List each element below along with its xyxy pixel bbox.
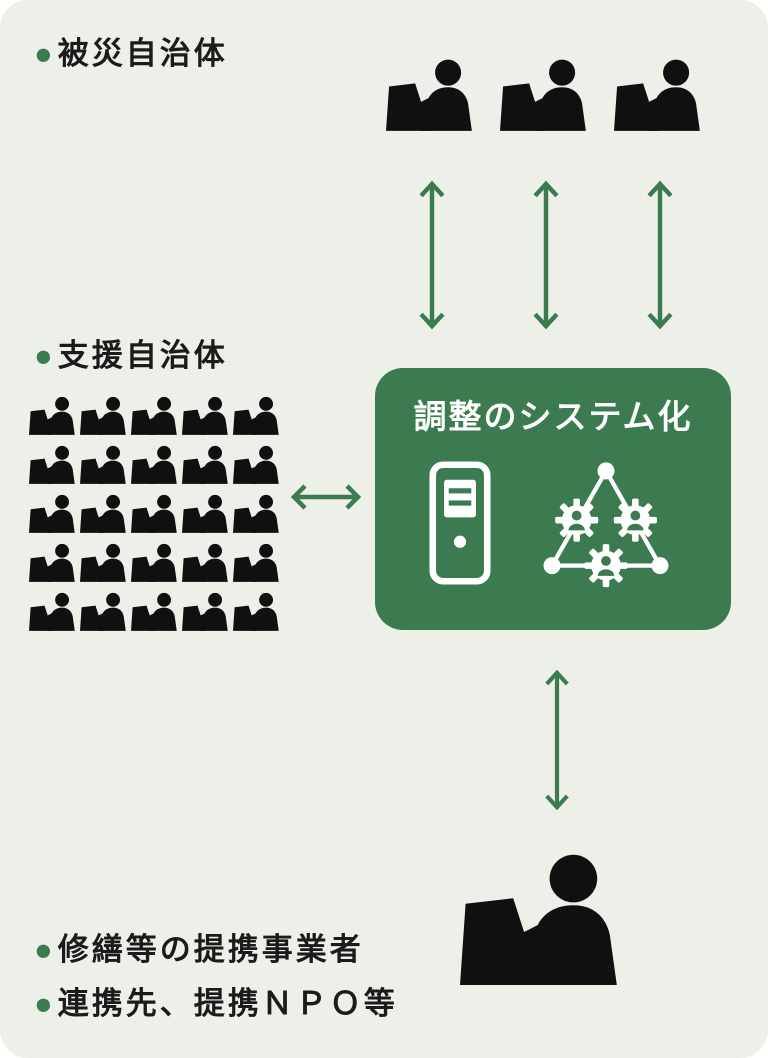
person-at-laptop-icon	[131, 445, 180, 484]
person-at-laptop-icon	[233, 494, 282, 533]
person-at-laptop-icon	[131, 592, 180, 631]
bullet-icon: ●	[34, 932, 56, 967]
person-at-laptop-icon	[80, 543, 129, 582]
vertical-double-arrow-icon	[500, 180, 592, 330]
person-at-laptop-icon	[182, 396, 231, 435]
vertical-double-arrow-icon	[386, 180, 478, 330]
person-at-laptop-icon	[182, 543, 231, 582]
person-at-laptop-icon	[80, 445, 129, 484]
person-at-laptop-icon	[500, 58, 592, 131]
person-at-laptop-icon	[182, 445, 231, 484]
supporting-staff-grid	[28, 386, 283, 631]
bullet-icon: ●	[34, 986, 56, 1021]
label-affected-municipality: ●被災自治体	[34, 28, 228, 73]
person-at-laptop-icon	[131, 396, 180, 435]
vertical-double-arrow-icon	[543, 664, 571, 816]
label-supporting-municipality: ●支援自治体	[34, 330, 228, 375]
label-text: 連携先、提携ＮＰＯ等	[57, 986, 398, 1021]
person-at-laptop-icon	[80, 592, 129, 631]
person-at-laptop-icon	[614, 58, 706, 131]
person-at-laptop-icon	[131, 494, 180, 533]
person-at-laptop-icon	[233, 592, 282, 631]
affected-staff-row	[386, 58, 706, 131]
bullet-icon: ●	[34, 36, 56, 71]
person-at-laptop-icon	[460, 852, 628, 985]
person-at-laptop-icon	[80, 396, 129, 435]
person-at-laptop-icon	[182, 592, 231, 631]
box-title: 調整のシステム化	[413, 398, 693, 435]
person-at-laptop-icon	[29, 396, 78, 435]
network-gears-icon	[543, 462, 669, 591]
label-repair-partners: ●修繕等の提携事業者	[34, 924, 364, 969]
person-at-laptop-icon	[182, 494, 231, 533]
person-at-laptop-icon	[29, 445, 78, 484]
person-at-laptop-icon	[29, 543, 78, 582]
label-text: 被災自治体	[57, 36, 228, 71]
coordination-system-box: 調整のシステム化	[375, 368, 731, 630]
bullet-icon: ●	[34, 338, 56, 373]
person-at-laptop-icon	[233, 445, 282, 484]
person-at-laptop-icon	[29, 592, 78, 631]
person-at-laptop-icon	[80, 494, 129, 533]
top-arrows-row	[386, 180, 706, 330]
vertical-double-arrow-icon	[614, 180, 706, 330]
server-tower-icon	[429, 461, 491, 585]
label-text: 支援自治体	[57, 338, 228, 373]
box-icons-row	[375, 452, 731, 594]
person-at-laptop-icon	[131, 543, 180, 582]
person-at-laptop-icon	[386, 58, 478, 131]
label-npo-partners: ●連携先、提携ＮＰＯ等	[34, 978, 398, 1023]
person-at-laptop-icon	[233, 543, 282, 582]
person-at-laptop-icon	[233, 396, 282, 435]
person-at-laptop-icon	[29, 494, 78, 533]
label-text: 修繕等の提携事業者	[57, 932, 364, 967]
horizontal-double-arrow-icon	[289, 482, 363, 512]
